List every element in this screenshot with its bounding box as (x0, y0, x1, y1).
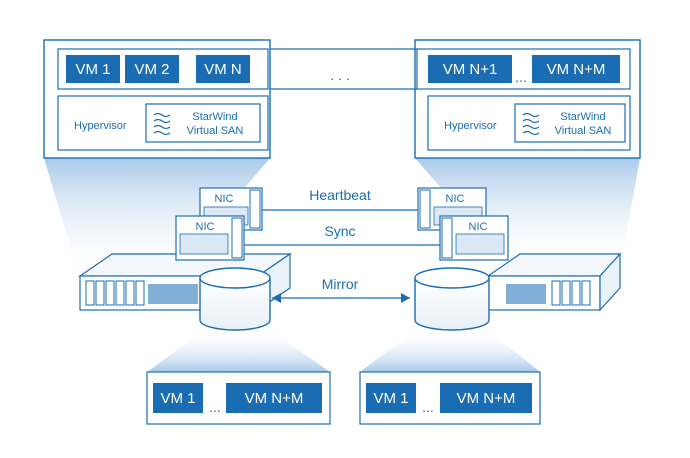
right-top-beam (415, 158, 640, 270)
san-logo-line1: StarWind (192, 111, 237, 123)
ellipsis: ... (209, 399, 221, 415)
vm-box (196, 55, 250, 83)
heartbeat-label: Heartbeat (309, 187, 371, 203)
mirror-label: Mirror (322, 276, 359, 292)
starwind-wave-icon (522, 112, 540, 136)
vm-label: VM N+M (457, 390, 516, 407)
sync-label: Sync (324, 223, 355, 239)
vm-box (428, 55, 512, 83)
san-logo-line2: Virtual SAN (555, 125, 612, 137)
hypervisor-label: Hypervisor (74, 120, 127, 132)
hypervisor-label: Hypervisor (444, 120, 497, 132)
vm-box (440, 383, 532, 413)
bottom-right-vm-group: VM 1 ... VM N+M (359, 371, 541, 425)
vm-box (125, 55, 179, 83)
left-bottom-beam (147, 330, 330, 372)
vm-label: VM 1 (75, 61, 110, 78)
mirror-arrow (272, 293, 410, 303)
right-storage-disk-icon (414, 267, 490, 331)
nic-label: NIC (215, 193, 234, 205)
vm-box (226, 383, 322, 413)
nic-card-right-front: NIC (439, 215, 509, 261)
top-right-host: VM N+1 ... VM N+M Hypervisor StarWind Vi… (414, 39, 641, 159)
vm-box (153, 383, 203, 413)
right-server (486, 252, 622, 312)
san-logo-line1: StarWind (560, 111, 605, 123)
right-bottom-beam (360, 330, 540, 372)
starwind-logo-box (514, 103, 626, 143)
vm-label: VM 1 (373, 390, 408, 407)
ellipsis: ... (515, 69, 527, 85)
nic-label: NIC (469, 221, 488, 233)
starwind-wave-icon (153, 112, 171, 136)
san-logo-line2: Virtual SAN (187, 125, 244, 137)
vm-box (532, 55, 620, 83)
vm-label: VM N+1 (443, 61, 498, 78)
nic-label: NIC (446, 193, 465, 205)
vm-label: VM N (204, 61, 242, 78)
ellipsis: ... (422, 399, 434, 415)
vm-label: VM 2 (134, 61, 169, 78)
vm-label: VM N+M (547, 61, 606, 78)
vm-label: VM N+M (245, 390, 304, 407)
vm-box (366, 383, 416, 413)
vm-box (66, 55, 120, 83)
middle-dots: . . . (330, 67, 349, 83)
top-left-host: VM 1 VM 2 VM N Hypervisor StarWind Virtu… (43, 39, 271, 159)
nic-card-left-front: NIC (175, 215, 245, 261)
bottom-left-vm-group: VM 1 ... VM N+M (146, 371, 331, 425)
vm-label: VM 1 (160, 390, 195, 407)
nic-label: NIC (196, 221, 215, 233)
left-storage-disk-icon (199, 267, 271, 331)
